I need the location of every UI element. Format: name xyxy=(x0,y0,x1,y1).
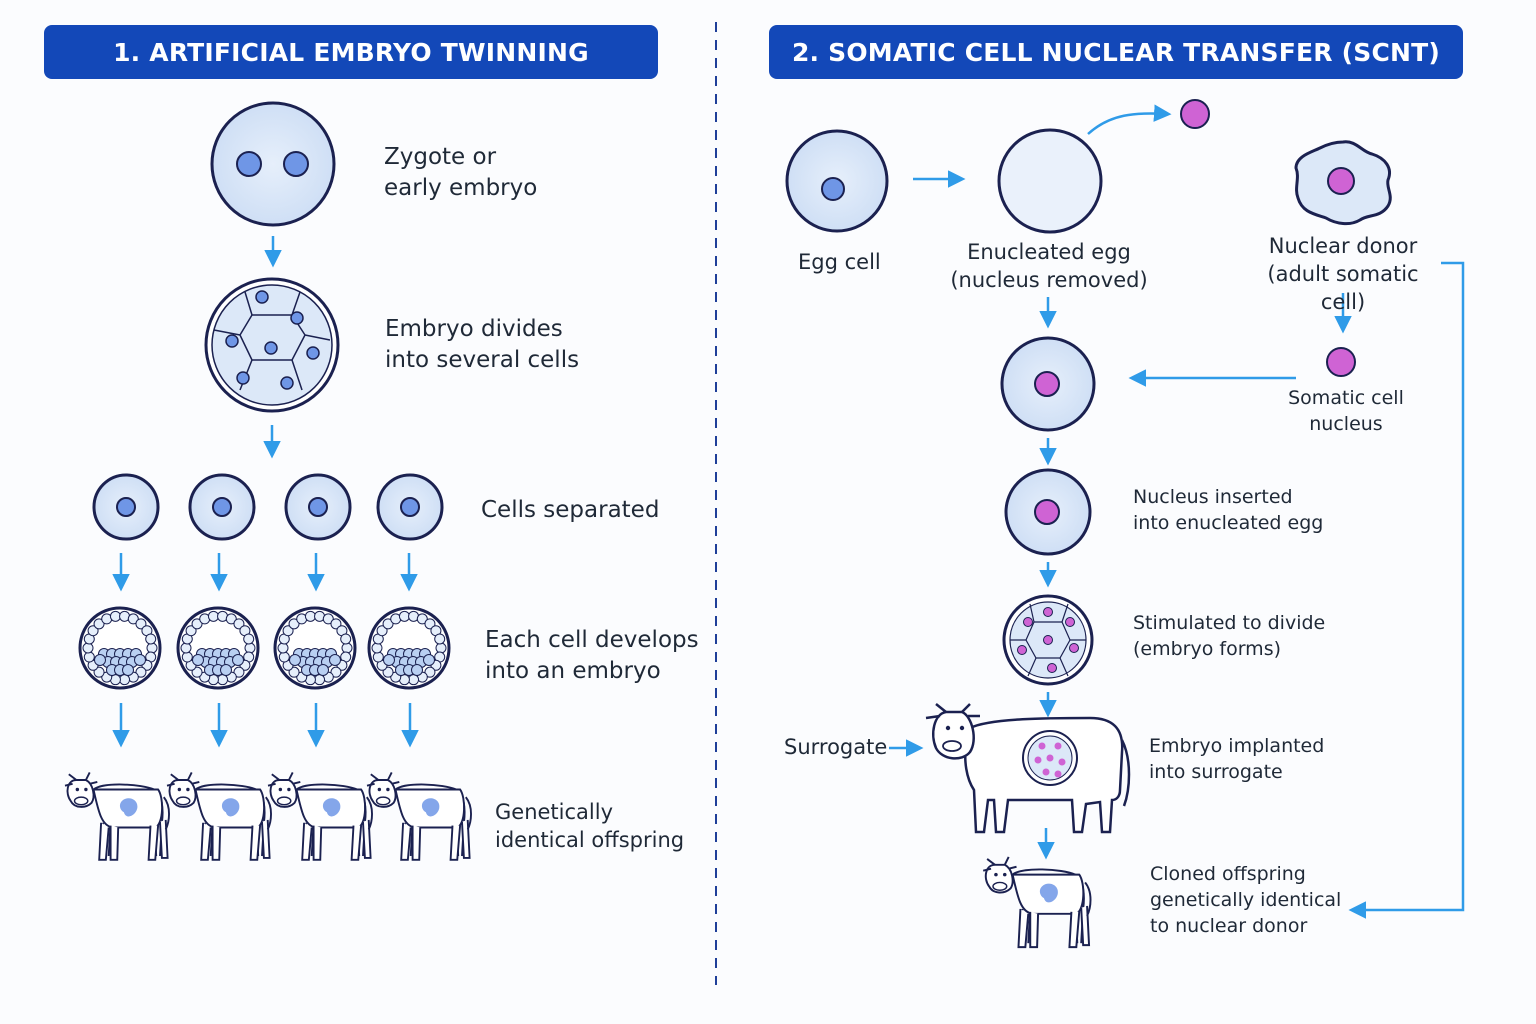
cloned-calf xyxy=(982,855,1092,949)
label-embryo-implanted: Embryo implanted into surrogate xyxy=(1149,735,1325,783)
label-cells-separated: Cells separated xyxy=(481,497,660,523)
label-each-cell-develops: Each cell develops into an embryo xyxy=(485,627,699,684)
label-somatic-nucleus: Somatic cell nucleus xyxy=(1288,387,1404,435)
removed-nucleus xyxy=(1180,99,1210,129)
label-egg-cell: Egg cell xyxy=(798,250,881,274)
blastocyst-3 xyxy=(273,606,357,690)
label-surrogate: Surrogate xyxy=(784,735,888,759)
label-zygote: Zygote or early embryo xyxy=(384,144,538,201)
surrogate-cow xyxy=(925,703,1131,834)
enucleated-egg xyxy=(997,128,1103,234)
blastocyst-1 xyxy=(78,606,162,690)
donor-to-clone-arrow xyxy=(1348,261,1465,919)
nuclear-donor-cell xyxy=(1294,140,1392,226)
blastocyst-2 xyxy=(176,606,260,690)
blastocysts xyxy=(78,606,451,690)
label-enucleated-egg: Enucleated egg (nucleus removed) xyxy=(950,240,1148,292)
divided-embryo xyxy=(204,277,340,413)
egg-cell xyxy=(785,129,889,233)
label-nuclear-donor: Nuclear donor (adult somatic cell) xyxy=(1267,234,1419,314)
label-nucleus-inserted: Nucleus inserted into enucleated egg xyxy=(1133,486,1324,534)
title-artificial-twinning: 1. ARTIFICIAL EMBRYO TWINNING xyxy=(44,25,658,79)
nucleus-inserted-egg xyxy=(1004,468,1092,556)
title-scnt: 2. SOMATIC CELL NUCLEAR TRANSFER (SCNT) xyxy=(769,25,1463,79)
somatic-nucleus-dot xyxy=(1326,347,1356,377)
twin-calves xyxy=(64,771,472,861)
blastocyst-4 xyxy=(367,606,451,690)
egg-with-somatic-nucleus xyxy=(1000,336,1096,432)
dividing-embryo xyxy=(1002,594,1094,686)
label-embryo-divides: Embryo divides into several cells xyxy=(385,316,580,373)
label-stimulated: Stimulated to divide (embryo forms) xyxy=(1133,612,1326,660)
zygote-cell xyxy=(210,101,336,227)
separated-cells xyxy=(92,473,444,541)
label-cloned-offspring: Cloned offspring genetically identical t… xyxy=(1150,863,1342,937)
label-identical-offspring: Genetically identical offspring xyxy=(495,800,685,852)
